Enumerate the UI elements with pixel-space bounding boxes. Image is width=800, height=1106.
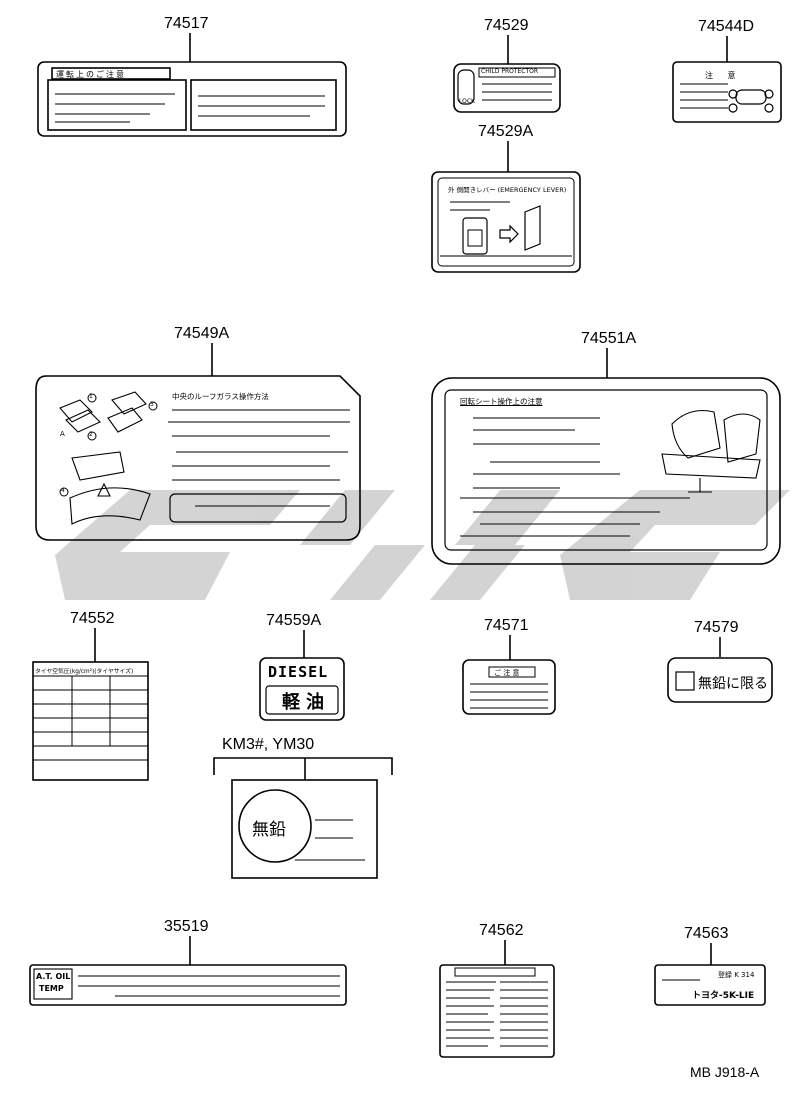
variant-label: KM3#, YM30 [222, 736, 315, 753]
label-74563-top: 登録 K 314 [718, 971, 755, 979]
part-number-74559A: 74559A [266, 612, 322, 629]
footer-code: MB J918-A [690, 1064, 760, 1080]
callout-2: 2 [89, 431, 93, 438]
part-number-74562: 74562 [479, 922, 524, 939]
label-km3-text: 無鉛 [252, 820, 286, 840]
label-74544D-title: 注 意 [705, 71, 742, 80]
part-number-74579: 74579 [694, 619, 739, 636]
label-74529-title: CHILD PROTECTOR [481, 68, 539, 75]
callout-4: 4 [61, 487, 65, 494]
callout-a: A [60, 430, 65, 438]
part-number-74517: 74517 [164, 15, 209, 32]
label-35519-line2: TEMP [39, 984, 64, 993]
callout-1: 1 [89, 393, 93, 400]
label-74571-title: ご 注 意 [494, 669, 520, 677]
label-35519-line1: A.T. OIL [36, 972, 71, 981]
label-74551A-title: 回転シート操作上の注意 [460, 397, 543, 406]
label-74529-lock: LOCK [459, 98, 475, 105]
label-74563-bottom: トヨタ-5K-LIE [692, 991, 755, 1001]
callout-3: 3 [150, 401, 154, 408]
part-number-74571: 74571 [484, 617, 529, 634]
label-74552-header: タイヤ空気圧(kg/cm²)(タイヤサイズ) [35, 669, 134, 675]
part-number-74563: 74563 [684, 925, 729, 942]
label-74559A-top: DIESEL [268, 663, 329, 681]
part-number-74551A: 74551A [581, 330, 637, 347]
label-74549A-title: 中央のルーフガラス操作方法 [172, 392, 269, 401]
label-74529A-title: 外 側開きレバー (EMERGENCY LEVER) [448, 186, 567, 194]
label-74579-text: 無鉛に限る [698, 676, 768, 692]
part-number-74544D: 74544D [698, 18, 755, 35]
part-number-74552: 74552 [70, 610, 115, 627]
part-number-35519: 35519 [164, 918, 209, 935]
part-number-74549A: 74549A [174, 325, 230, 342]
label-74559A-bottom: 軽油 [282, 692, 330, 713]
watermark-logo [55, 490, 790, 600]
label-74517-title: 運転上のご注意 [56, 70, 126, 79]
part-number-74529A: 74529A [478, 123, 534, 140]
part-number-74529: 74529 [484, 17, 529, 34]
